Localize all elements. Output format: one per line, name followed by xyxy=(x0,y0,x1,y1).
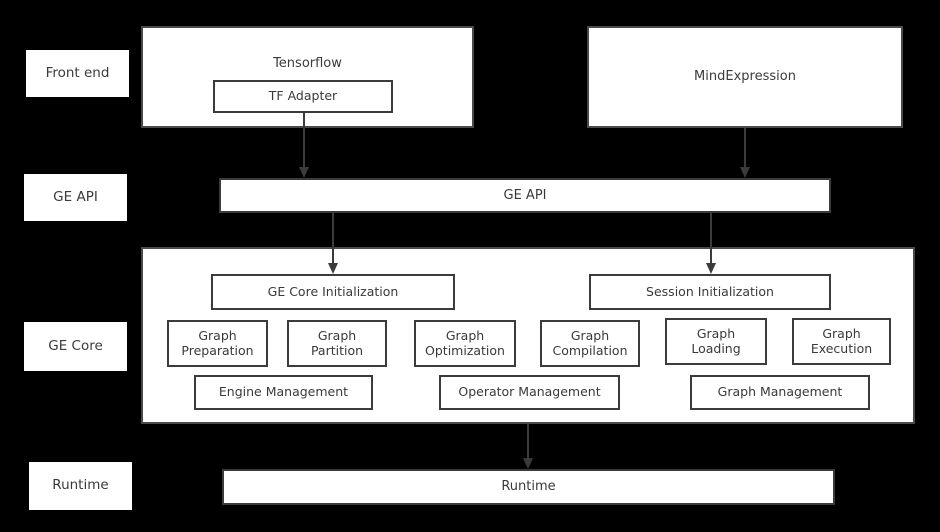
arrow-tf-adapter-to-ge-api xyxy=(299,113,309,178)
graph-compilation-label: Graph Compilation xyxy=(552,327,628,358)
tier-label-runtime-text: Runtime xyxy=(52,477,109,494)
operator-management-label: Operator Management xyxy=(458,384,601,400)
graph-management-label: Graph Management xyxy=(717,384,843,400)
ge-core-initialization-label: GE Core Initialization xyxy=(267,283,399,299)
ge-api-bar[interactable]: GE API xyxy=(219,178,831,213)
mindexpression-panel: MindExpression xyxy=(587,26,903,128)
runtime-label: Runtime xyxy=(501,479,556,495)
graph-preparation-box[interactable]: Graph Preparation xyxy=(167,320,268,367)
tf-adapter-label: TF Adapter xyxy=(268,88,338,104)
ge-core-initialization-box[interactable]: GE Core Initialization xyxy=(211,274,455,310)
graph-partition-label: Graph Partition xyxy=(310,327,364,358)
tier-label-ge-api-text: GE API xyxy=(53,188,98,205)
operator-management-box[interactable]: Operator Management xyxy=(439,375,620,410)
graph-partition-box[interactable]: Graph Partition xyxy=(287,320,387,367)
graph-management-box[interactable]: Graph Management xyxy=(690,375,870,410)
tensorflow-panel-title: Tensorflow xyxy=(273,56,342,71)
engine-management-box[interactable]: Engine Management xyxy=(194,375,373,410)
tier-label-ge-core-text: GE Core xyxy=(48,337,103,354)
tier-label-ge-core: GE Core xyxy=(24,322,127,371)
arrow-ge-core-to-runtime xyxy=(523,424,533,469)
graph-preparation-label: Graph Preparation xyxy=(181,327,254,358)
graph-execution-label: Graph Execution xyxy=(810,325,873,356)
tier-label-front-end: Front end xyxy=(26,50,129,97)
graph-execution-box[interactable]: Graph Execution xyxy=(792,318,891,365)
tier-label-front-end-text: Front end xyxy=(45,64,110,81)
graph-optimization-label: Graph Optimization xyxy=(425,327,505,358)
graph-optimization-box[interactable]: Graph Optimization xyxy=(414,320,516,367)
tier-label-ge-api: GE API xyxy=(24,174,127,221)
arrow-ge-api-to-ge-core-initialization xyxy=(328,213,338,274)
arrow-ge-api-to-session-initialization xyxy=(706,213,716,274)
engine-management-label: Engine Management xyxy=(218,384,349,400)
runtime-bar[interactable]: Runtime xyxy=(222,469,835,505)
session-initialization-box[interactable]: Session Initialization xyxy=(589,274,831,310)
tier-label-runtime: Runtime xyxy=(29,462,132,510)
graph-loading-label: Graph Loading xyxy=(691,325,741,356)
mindexpression-panel-title: MindExpression xyxy=(694,69,796,85)
arrow-mindexpression-to-ge-api xyxy=(740,128,750,178)
ge-api-label: GE API xyxy=(503,187,547,203)
graph-compilation-box[interactable]: Graph Compilation xyxy=(540,320,640,367)
session-initialization-label: Session Initialization xyxy=(646,283,774,299)
graph-loading-box[interactable]: Graph Loading xyxy=(665,318,767,365)
tf-adapter-box[interactable]: TF Adapter xyxy=(213,80,393,113)
